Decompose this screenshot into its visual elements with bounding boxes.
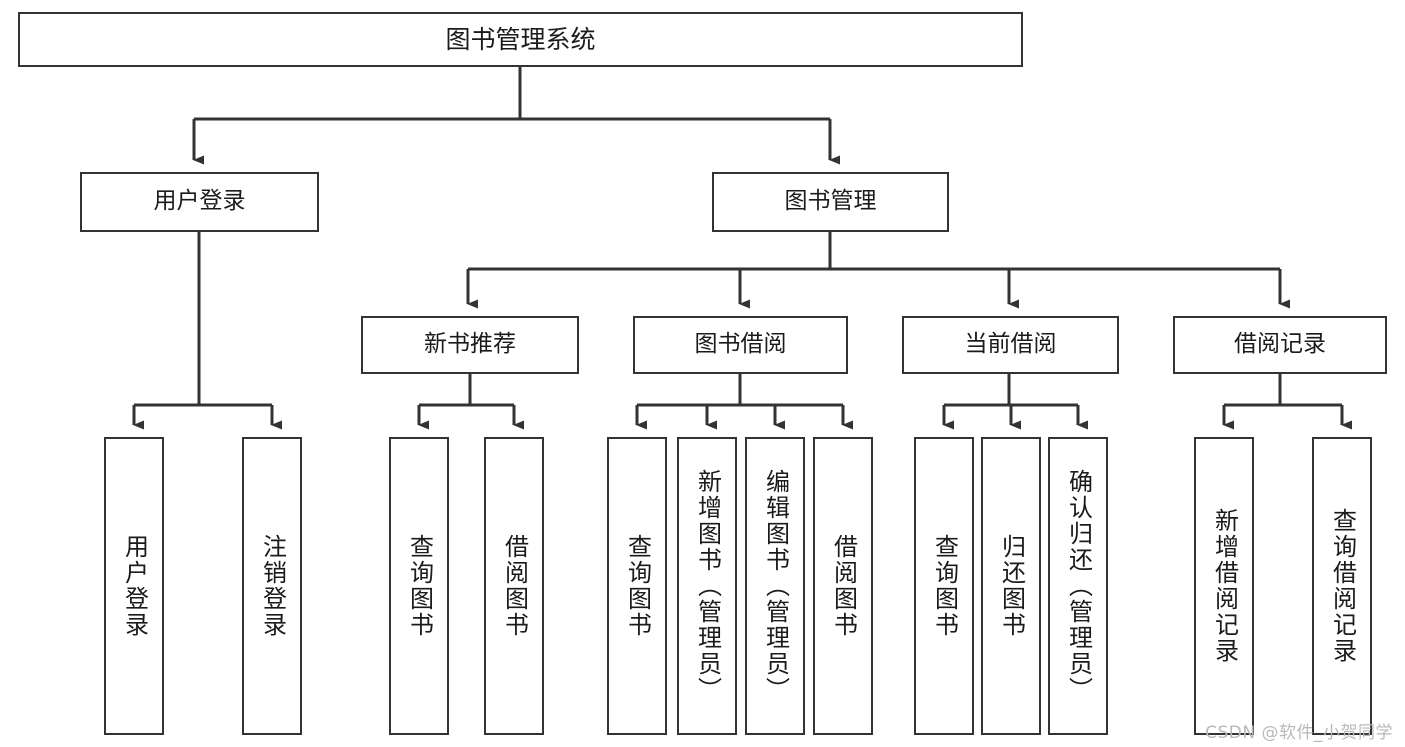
node-book-manage[interactable]: 图书管理 — [712, 172, 949, 232]
node-current-borrow-label: 当前借阅 — [964, 331, 1057, 358]
node-root[interactable]: 图书管理系统 — [18, 12, 1023, 67]
node-leaf-borrow-book-1[interactable]: 借阅图书 — [484, 437, 544, 735]
node-leaf-query-book-3[interactable]: 查询图书 — [914, 437, 974, 735]
node-user-login-label: 用户登录 — [153, 188, 246, 215]
node-leaf-query-record[interactable]: 查询借阅记录 — [1312, 437, 1372, 735]
node-leaf-borrow-book-2-label: 借阅图书 — [829, 534, 858, 638]
node-leaf-borrow-book-2[interactable]: 借阅图书 — [813, 437, 873, 735]
node-leaf-query-book-2[interactable]: 查询图书 — [607, 437, 667, 735]
node-leaf-add-book[interactable]: 新增图书（管理员） — [677, 437, 737, 735]
node-leaf-query-book-2-label: 查询图书 — [623, 534, 652, 638]
node-leaf-user-logout[interactable]: 注销登录 — [242, 437, 302, 735]
node-leaf-user-login-label: 用户登录 — [120, 534, 149, 638]
node-leaf-query-record-label: 查询借阅记录 — [1328, 508, 1357, 664]
node-root-label: 图书管理系统 — [445, 24, 596, 54]
node-leaf-user-logout-label: 注销登录 — [258, 534, 287, 638]
node-leaf-add-book-label: 新增图书（管理员） — [693, 469, 722, 703]
node-leaf-edit-book-label: 编辑图书（管理员） — [761, 469, 790, 703]
node-borrow-record-label: 借阅记录 — [1234, 331, 1326, 358]
node-current-borrow[interactable]: 当前借阅 — [902, 316, 1119, 374]
node-leaf-borrow-book-1-label: 借阅图书 — [500, 534, 529, 638]
node-leaf-add-record-label: 新增借阅记录 — [1210, 508, 1239, 664]
node-leaf-add-record[interactable]: 新增借阅记录 — [1194, 437, 1254, 735]
node-leaf-edit-book[interactable]: 编辑图书（管理员） — [745, 437, 805, 735]
node-book-borrow-label: 图书借阅 — [694, 331, 787, 358]
node-leaf-return-book[interactable]: 归还图书 — [981, 437, 1041, 735]
node-leaf-return-book-label: 归还图书 — [997, 534, 1026, 638]
node-user-login[interactable]: 用户登录 — [80, 172, 319, 232]
node-leaf-confirm-return[interactable]: 确认归还（管理员） — [1048, 437, 1108, 735]
node-leaf-user-login[interactable]: 用户登录 — [104, 437, 164, 735]
node-borrow-record[interactable]: 借阅记录 — [1173, 316, 1387, 374]
node-leaf-query-book-1[interactable]: 查询图书 — [389, 437, 449, 735]
node-leaf-query-book-1-label: 查询图书 — [405, 534, 434, 638]
node-leaf-confirm-return-label: 确认归还（管理员） — [1064, 469, 1093, 703]
node-book-borrow[interactable]: 图书借阅 — [633, 316, 848, 374]
node-book-manage-label: 图书管理 — [784, 188, 877, 215]
node-leaf-query-book-3-label: 查询图书 — [930, 534, 959, 638]
node-new-book-rec-label: 新书推荐 — [424, 331, 516, 358]
node-new-book-rec[interactable]: 新书推荐 — [361, 316, 579, 374]
